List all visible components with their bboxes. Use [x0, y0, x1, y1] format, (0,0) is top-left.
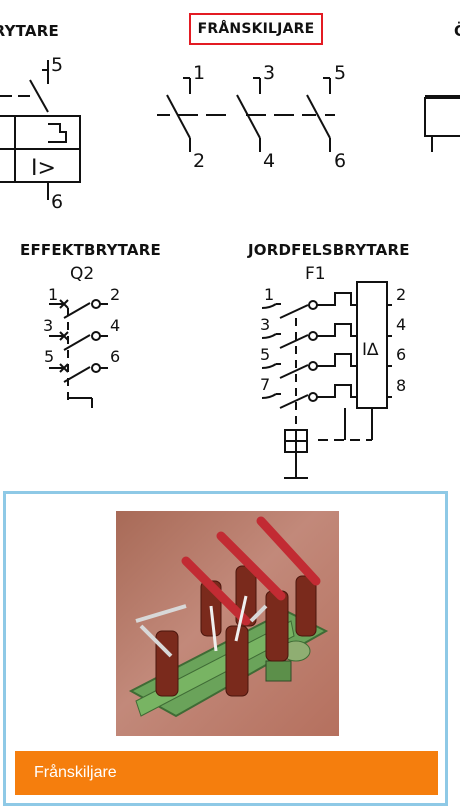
effektbrytare-pin-6: 6	[110, 347, 120, 366]
info-card: Frånskiljare	[3, 491, 448, 806]
effektbrytare-pin-2: 2	[110, 285, 120, 304]
jordfelsbrytare-pin-7: 7	[260, 375, 270, 394]
franskiljare-pin-5: 5	[334, 62, 346, 84]
symbol-partial-right	[424, 95, 460, 152]
effektbrytare-pin-1: 1	[48, 285, 58, 304]
symbol-brytare-partial	[0, 60, 81, 200]
jordfelsbrytare-pin-1: 1	[264, 285, 274, 304]
symbol-franskiljare	[157, 77, 335, 152]
franskiljare-pin-6: 6	[334, 150, 346, 172]
left-pin-bottom: 6	[51, 191, 63, 213]
franskiljare-pin-2: 2	[193, 150, 205, 172]
effektbrytare-ref: Q2	[70, 264, 94, 284]
label-franskiljare-selected[interactable]: FRÅNSKILJARE	[189, 13, 323, 45]
symbol-effektbrytare	[49, 299, 108, 408]
jordfelsbrytare-pin-2: 2	[396, 285, 406, 304]
label-effektbrytare[interactable]: EFFEKTBRYTARE	[20, 241, 161, 259]
jordfelsbrytare-ref: F1	[305, 264, 326, 284]
label-partial-right[interactable]: Ö	[454, 22, 460, 40]
franskiljare-pin-4: 4	[263, 150, 275, 172]
label-jordfelsbrytare[interactable]: JORDFELSBRYTARE	[248, 241, 410, 259]
symbol-jordfelsbrytare	[261, 281, 392, 479]
franskiljare-pin-1: 1	[193, 62, 205, 84]
franskiljare-button[interactable]: Frånskiljare	[15, 751, 438, 795]
franskiljare-photo	[116, 511, 339, 736]
jordfelsbrytare-pin-5: 5	[260, 345, 270, 364]
jordfelsbrytare-pin-6: 6	[396, 345, 406, 364]
franskiljare-pin-3: 3	[263, 62, 275, 84]
left-relay-mark: I>	[31, 156, 56, 181]
effektbrytare-pin-3: 3	[43, 316, 53, 335]
jordfelsbrytare-pin-8: 8	[396, 376, 406, 395]
effektbrytare-pin-4: 4	[110, 316, 120, 335]
label-effektbrytare-partial[interactable]: BRYTARE	[0, 22, 59, 40]
effektbrytare-pin-5: 5	[44, 347, 54, 366]
schematic-symbols: 5 6 I> 1 3 5 2 4 6 Q2 1 3 5 2 4 6 F1 1 3…	[0, 54, 460, 479]
jordfelsbrytare-relay-mark: I∆	[362, 340, 379, 360]
jordfelsbrytare-pin-4: 4	[396, 315, 406, 334]
jordfelsbrytare-pin-3: 3	[260, 315, 270, 334]
left-pin-top: 5	[51, 54, 63, 76]
